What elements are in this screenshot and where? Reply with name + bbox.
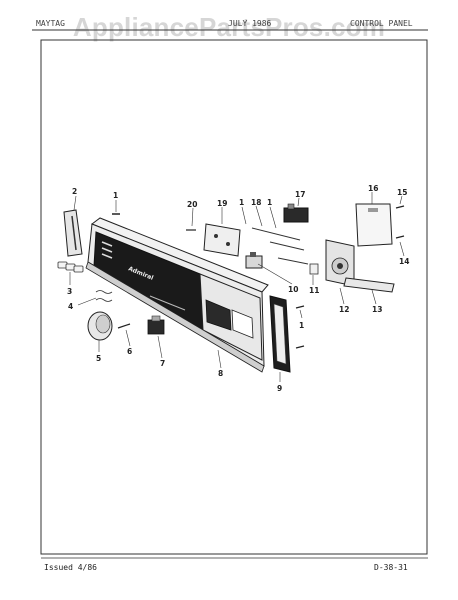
callout-7: 7: [160, 359, 165, 368]
callout-19: 19: [217, 199, 227, 208]
callout-6: 6: [127, 347, 132, 356]
switch-17: [283, 203, 309, 223]
callout-3: 3: [67, 287, 72, 296]
callout-20: 20: [187, 200, 197, 209]
callout-18: 18: [251, 198, 261, 207]
callout-11: 11: [309, 286, 319, 295]
trim-strip: [269, 295, 291, 373]
control-panel-housing: Admiral: [85, 217, 269, 373]
diagram-border: [40, 39, 428, 555]
callout-1-right: 1: [267, 198, 272, 207]
callout-9: 9: [277, 384, 282, 393]
callout-1-mid: 1: [239, 198, 244, 207]
watermark: AppliancePartsPros.com: [72, 12, 386, 42]
switch-7: [147, 315, 165, 335]
callout-1-trim: 1: [299, 321, 304, 330]
callout-5: 5: [96, 354, 101, 363]
callout-labels: 1 2 3 4 5 6 7 8 9 10 11 12 13 14 15 16 1…: [67, 184, 409, 393]
switch-10: [245, 252, 263, 269]
side-bracket: [63, 209, 83, 257]
wire-harness-18: [251, 227, 309, 265]
cover-16: [355, 203, 393, 247]
callout-2: 2: [72, 187, 77, 196]
callout-4: 4: [68, 302, 73, 311]
callout-10: 10: [288, 285, 298, 294]
screw-6: [117, 323, 131, 329]
screw-15: [395, 205, 405, 209]
callout-15: 15: [397, 188, 407, 197]
callout-17: 17: [295, 190, 305, 199]
footer-issued: Issued 4/86: [44, 563, 97, 572]
leader-lines: [69, 192, 405, 382]
screw-1-right: [295, 305, 305, 309]
header-right: CONTROL PANEL: [350, 19, 413, 28]
control-knob: [87, 311, 113, 341]
callout-8: 8: [218, 369, 223, 378]
callout-13: 13: [372, 305, 382, 314]
bracket-19: [203, 223, 241, 257]
part-11: [309, 263, 319, 275]
header-left: MAYTAG: [36, 19, 65, 28]
header-middle: JULY 1986: [228, 19, 272, 28]
timer-12: [325, 239, 355, 287]
springs: [95, 290, 113, 302]
callout-12: 12: [339, 305, 349, 314]
callout-14: 14: [399, 257, 409, 266]
footer-page-code: D-38-31: [374, 563, 408, 572]
push-buttons: [57, 261, 84, 273]
callout-16: 16: [368, 184, 378, 193]
callout-1-top: 1: [113, 191, 118, 200]
bracket-13: [343, 277, 395, 293]
screw-14: [395, 235, 405, 239]
screw-1-lower: [295, 345, 305, 349]
